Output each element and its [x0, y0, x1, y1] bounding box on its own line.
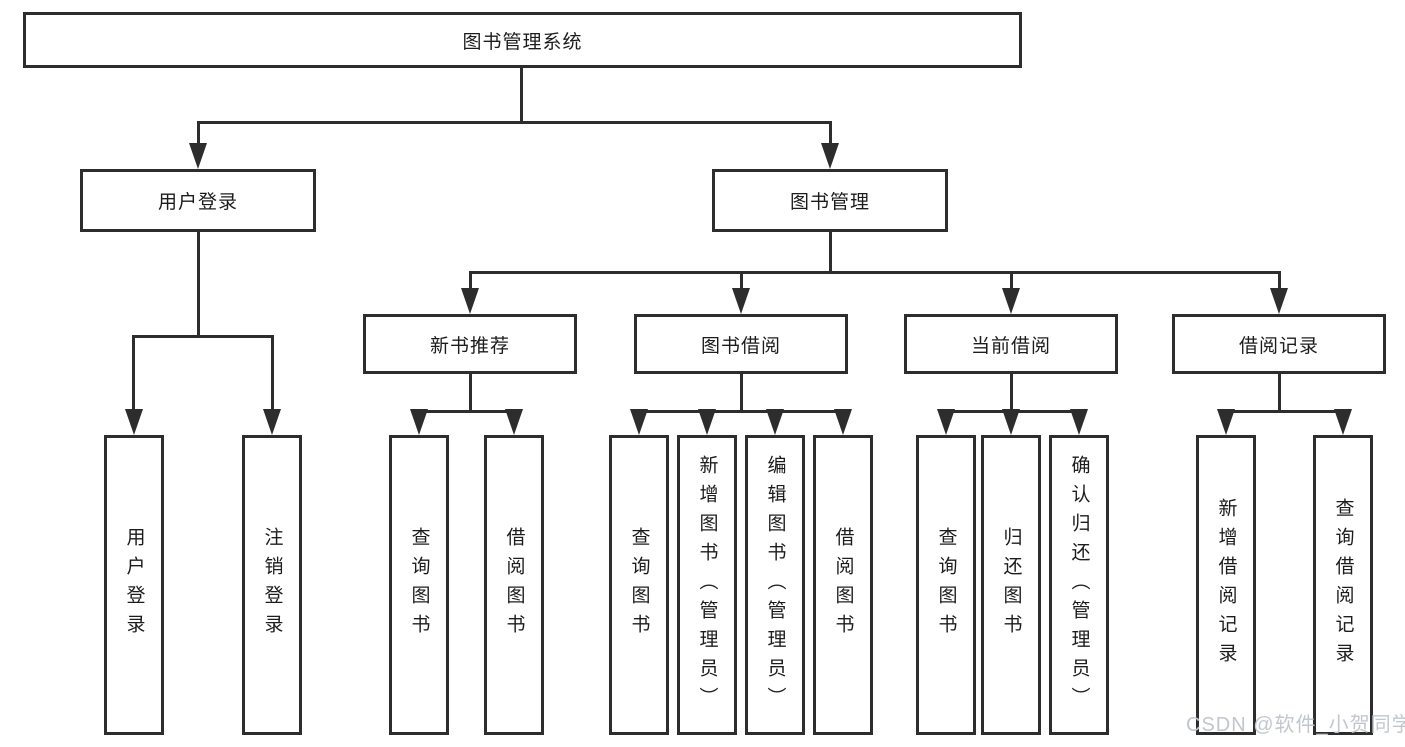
leaf-label: 查询图书 [408, 527, 430, 643]
leaf-label: 确认归还（管理员） [1068, 454, 1090, 716]
node-new-book-recommendation: 新书推荐 [363, 314, 577, 374]
arrowhead-down-icon [1270, 288, 1288, 314]
arrowhead-down-icon [698, 409, 716, 435]
leaf-return-books: 归还图书 [981, 435, 1041, 735]
connector-bar [638, 410, 845, 413]
node-user-login: 用户登录 [80, 169, 316, 232]
connector-stem [271, 335, 274, 412]
arrowhead-down-icon [263, 409, 281, 435]
arrowhead-down-icon [505, 409, 523, 435]
leaf-logout: 注销登录 [242, 435, 302, 735]
node-label: 当前借阅 [970, 335, 1051, 357]
arrowhead-down-icon [1002, 409, 1020, 435]
arrowhead-down-icon [732, 288, 750, 314]
connector-bar [417, 410, 517, 413]
leaf-label: 新增图书（管理员） [696, 454, 718, 716]
connector-bar [1225, 410, 1345, 413]
node-library-management-system: 图书管理系统 [23, 12, 1022, 68]
leaf-user-login: 用户登录 [104, 435, 164, 735]
leaf-label: 查询借阅记录 [1332, 498, 1354, 672]
leaf-query-books-borrowing: 查询图书 [609, 435, 669, 735]
leaf-label: 注销登录 [261, 527, 283, 643]
connector-bar [469, 271, 1281, 274]
node-label: 图书管理系统 [462, 31, 583, 53]
arrowhead-down-icon [461, 288, 479, 314]
connector-stub [740, 373, 743, 413]
leaf-edit-books-admin: 编辑图书（管理员） [745, 435, 805, 735]
connector-stem [132, 335, 135, 412]
leaf-label: 编辑图书（管理员） [764, 454, 786, 716]
leaf-label: 借阅图书 [832, 527, 854, 643]
leaf-add-books-admin: 新增图书（管理员） [677, 435, 737, 735]
arrowhead-down-icon [937, 409, 955, 435]
leaf-confirm-return-admin: 确认归还（管理员） [1049, 435, 1109, 735]
connector-stub [1010, 373, 1013, 413]
connector-stem [469, 271, 472, 292]
arrowhead-down-icon [125, 409, 143, 435]
leaf-query-books-recommend: 查询图书 [389, 435, 449, 735]
arrowhead-down-icon [1217, 409, 1235, 435]
leaf-label: 查询图书 [935, 527, 957, 643]
csdn-watermark: CSDN @软件_小贺同学 [1186, 714, 1405, 736]
arrowhead-down-icon [1070, 409, 1088, 435]
arrowhead-down-icon [1334, 409, 1352, 435]
leaf-borrow-books-borrowing: 借阅图书 [813, 435, 873, 735]
arrowhead-down-icon [821, 143, 839, 169]
node-label: 图书管理 [789, 192, 870, 213]
leaf-query-borrow-record: 查询借阅记录 [1313, 435, 1373, 735]
arrowhead-down-icon [410, 409, 428, 435]
connector-stem [197, 121, 200, 149]
connector-stem [1010, 271, 1013, 292]
connector-stem [829, 121, 832, 149]
node-label: 用户登录 [157, 192, 238, 213]
connector-stub [829, 231, 832, 274]
arrowhead-down-icon [834, 409, 852, 435]
leaf-label: 借阅图书 [503, 527, 525, 643]
connector-stem [740, 271, 743, 292]
connector-stub [1278, 373, 1281, 413]
leaf-query-books-current: 查询图书 [916, 435, 976, 735]
connector-bar [132, 335, 274, 338]
leaf-label: 新增借阅记录 [1215, 498, 1237, 672]
connector-root-bar [197, 121, 832, 124]
connector-stem [1278, 271, 1281, 292]
leaf-add-borrow-record: 新增借阅记录 [1196, 435, 1256, 735]
leaf-label: 查询图书 [628, 527, 650, 643]
leaf-label: 归还图书 [1000, 527, 1022, 643]
node-borrowing-records: 借阅记录 [1172, 314, 1386, 374]
node-book-borrowing: 图书借阅 [634, 314, 848, 374]
arrowhead-down-icon [189, 143, 207, 169]
node-book-management: 图书管理 [712, 169, 948, 232]
arrowhead-down-icon [1002, 288, 1020, 314]
leaf-borrow-books-recommend: 借阅图书 [484, 435, 544, 735]
connector-stub [469, 373, 472, 413]
arrowhead-down-icon [630, 409, 648, 435]
connector-root-stub [520, 68, 523, 124]
node-label: 新书推荐 [429, 335, 510, 357]
leaf-label: 用户登录 [123, 527, 145, 643]
node-label: 图书借阅 [700, 335, 781, 357]
arrowhead-down-icon [766, 409, 784, 435]
node-label: 借阅记录 [1238, 335, 1319, 357]
node-current-borrowing: 当前借阅 [904, 314, 1118, 374]
connector-stub [197, 231, 200, 338]
